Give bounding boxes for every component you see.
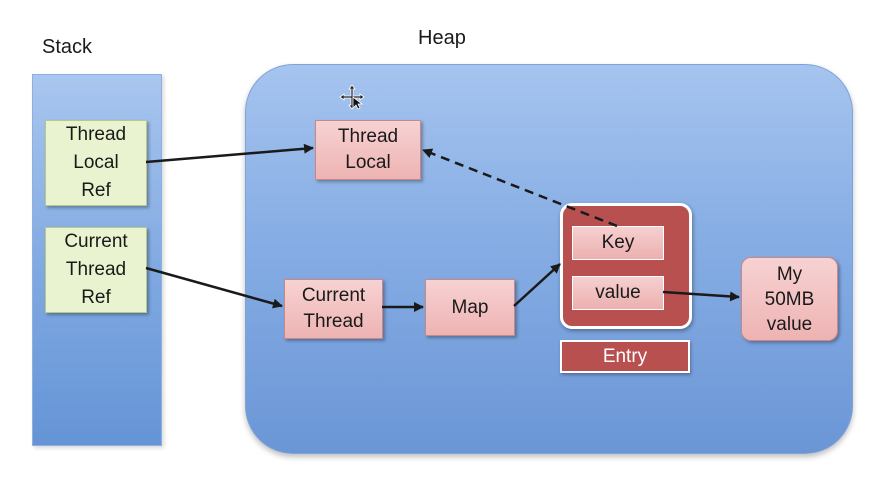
- current-thread-ref-box[interactable]: Current Thread Ref: [45, 227, 147, 313]
- thread-local-box[interactable]: Thread Local: [315, 120, 421, 180]
- entry-key-field[interactable]: Key: [572, 226, 664, 260]
- map-box[interactable]: Map: [425, 279, 515, 336]
- stack-title: Stack: [42, 36, 93, 58]
- heap-title: Heap: [418, 27, 466, 49]
- entry-label: Entry: [560, 340, 690, 373]
- entry-container[interactable]: [560, 203, 692, 329]
- thread-local-ref-box[interactable]: Thread Local Ref: [45, 120, 147, 206]
- my-50mb-value-box[interactable]: My 50MB value: [741, 257, 838, 341]
- entry-value-field[interactable]: value: [572, 276, 664, 310]
- current-thread-box[interactable]: Current Thread: [284, 279, 383, 339]
- move-cursor-icon: [339, 84, 365, 110]
